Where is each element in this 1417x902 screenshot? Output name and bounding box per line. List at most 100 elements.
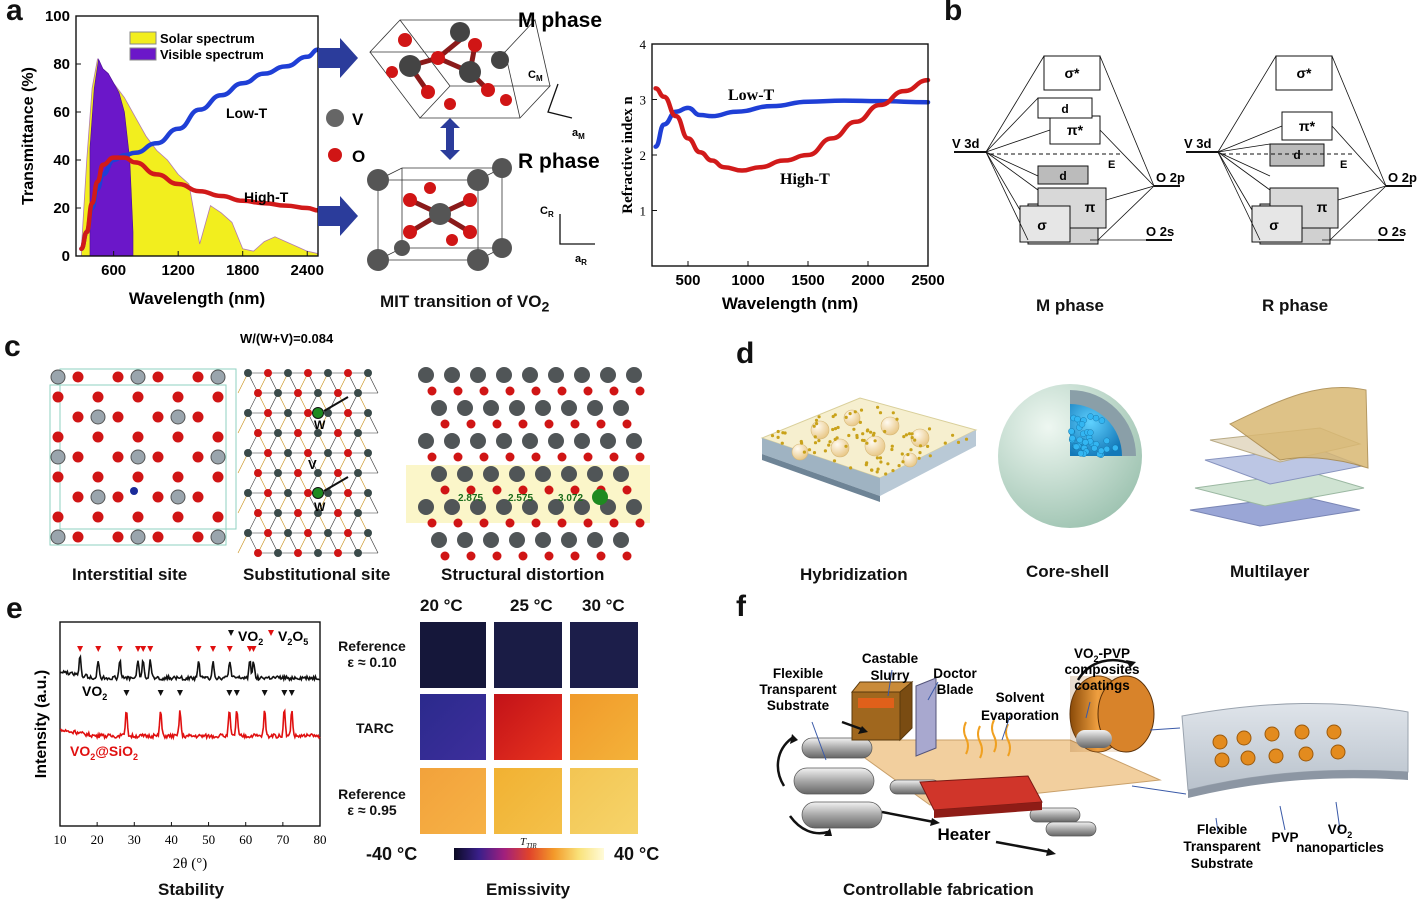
legend-visible-label: Visible spectrum xyxy=(160,47,264,62)
xtick-label-xrd: 20 xyxy=(91,832,104,847)
v-atom-dist xyxy=(509,466,525,482)
dopant-dot xyxy=(901,460,905,464)
lattice-atom xyxy=(354,549,362,557)
xtick-label-xrd: 30 xyxy=(128,832,141,847)
o-atom-dist xyxy=(531,386,541,396)
o-atom xyxy=(112,451,124,463)
xtick-label-b: 1500 xyxy=(791,272,824,289)
o-atom xyxy=(112,531,124,543)
lattice-atom xyxy=(294,389,302,397)
core-particle xyxy=(1091,444,1098,452)
distance-label: 3.072 xyxy=(558,493,583,504)
caption-mit: MIT transition of VO2 xyxy=(380,292,550,316)
lattice-atom xyxy=(364,449,372,457)
ytick-label-b: 4 xyxy=(640,37,647,52)
dopant-dot xyxy=(865,441,869,445)
svg-text:composites: composites xyxy=(1064,662,1139,677)
lattice-atom xyxy=(254,389,262,397)
xtick-label-xrd: 40 xyxy=(165,832,178,847)
o-atom-dist xyxy=(505,386,515,396)
o-atom-dist xyxy=(583,452,593,462)
caption-core-shell: Core-shell xyxy=(1026,562,1110,581)
v-atom-dist xyxy=(626,367,642,383)
lattice-atom xyxy=(334,389,342,397)
vo2-marker xyxy=(157,690,164,696)
lattice-atom xyxy=(314,389,322,397)
ef-label: E xyxy=(1340,159,1347,171)
dopant-dot xyxy=(833,427,838,431)
v-atom-label: V xyxy=(352,110,364,129)
dopant-dot xyxy=(909,448,913,452)
dopant-dot xyxy=(848,412,852,416)
thermal-ref-high-25 xyxy=(494,768,562,834)
o-atom-dist xyxy=(492,551,502,561)
o-atom-dist xyxy=(518,551,528,561)
dopant-dot xyxy=(907,432,912,436)
v-atom xyxy=(130,529,146,545)
o-atom-dist xyxy=(609,518,619,528)
orbital-link xyxy=(985,151,1029,241)
v-atom-dist xyxy=(470,499,486,515)
o-atom xyxy=(112,371,124,383)
svg-text:Substrate: Substrate xyxy=(767,698,830,713)
v-atom-dist xyxy=(431,532,447,548)
ylabel-b: Refractive index n xyxy=(620,96,636,214)
high-t-n-label: High-T xyxy=(780,171,830,188)
o-atom-dist xyxy=(427,386,437,396)
svg-text:Castable: Castable xyxy=(862,651,919,666)
lattice-atom xyxy=(244,529,252,537)
v-atom-dist xyxy=(535,466,551,482)
caption-multilayer: Multilayer xyxy=(1230,562,1310,581)
o2s-label: O 2s xyxy=(1146,224,1174,239)
legend-v2o5: V2O5 xyxy=(278,628,308,647)
v-atom xyxy=(210,529,226,545)
r-phase-label: R phase xyxy=(518,150,600,173)
sigma-label: σ xyxy=(1269,217,1279,233)
orbital-link xyxy=(1217,151,1253,211)
dopant-dot xyxy=(832,459,837,463)
v-atom-dist xyxy=(548,367,564,383)
dopant-dot xyxy=(891,469,895,473)
dopant-dot xyxy=(890,447,894,452)
core-particle xyxy=(1069,434,1076,442)
v-atom-dist xyxy=(418,433,434,449)
core-particle xyxy=(1098,447,1105,455)
o-atom-dist xyxy=(427,518,437,528)
dopant-dot xyxy=(831,414,835,419)
o-atom-dist xyxy=(505,518,515,528)
ytick-label-b: 1 xyxy=(640,204,647,219)
o-atom-dist xyxy=(570,485,580,495)
o-atom xyxy=(92,391,104,403)
o-atom xyxy=(72,371,84,383)
dopant-dot xyxy=(847,433,851,438)
dopant-dot xyxy=(814,418,819,422)
o-atom-dist xyxy=(544,419,554,429)
legend-v2o5-marker xyxy=(268,630,274,636)
frame-a xyxy=(75,15,319,257)
v-atom-dist xyxy=(600,433,616,449)
v-atom-dist xyxy=(522,367,538,383)
xtick-label-xrd: 80 xyxy=(314,832,327,847)
v-atom-dist xyxy=(444,367,460,383)
o-atom xyxy=(92,431,104,443)
o-atom xyxy=(172,511,184,523)
xlabel-b: Wavelength (nm) xyxy=(722,294,858,313)
dopant-dot xyxy=(917,456,921,460)
o-atom xyxy=(152,491,164,503)
v2o5-marker xyxy=(195,646,202,652)
v-atom-dist xyxy=(470,367,486,383)
thermal-ref-low-20 xyxy=(420,622,486,688)
o-atom-dist xyxy=(635,452,645,462)
ratio-label: W/(W+V)=0.084 xyxy=(240,331,334,346)
xtick-label-b: 2000 xyxy=(851,272,884,289)
orbital-link xyxy=(1331,125,1387,187)
o-atom xyxy=(192,531,204,543)
colorbar-label: TTIR xyxy=(520,836,537,851)
o-atom-dist xyxy=(466,485,476,495)
core-particle xyxy=(1098,417,1106,424)
xtick-label-xrd: 10 xyxy=(54,832,67,847)
o-atom xyxy=(52,511,64,523)
v-atom-dist xyxy=(444,433,460,449)
dopant-dot xyxy=(855,433,859,438)
